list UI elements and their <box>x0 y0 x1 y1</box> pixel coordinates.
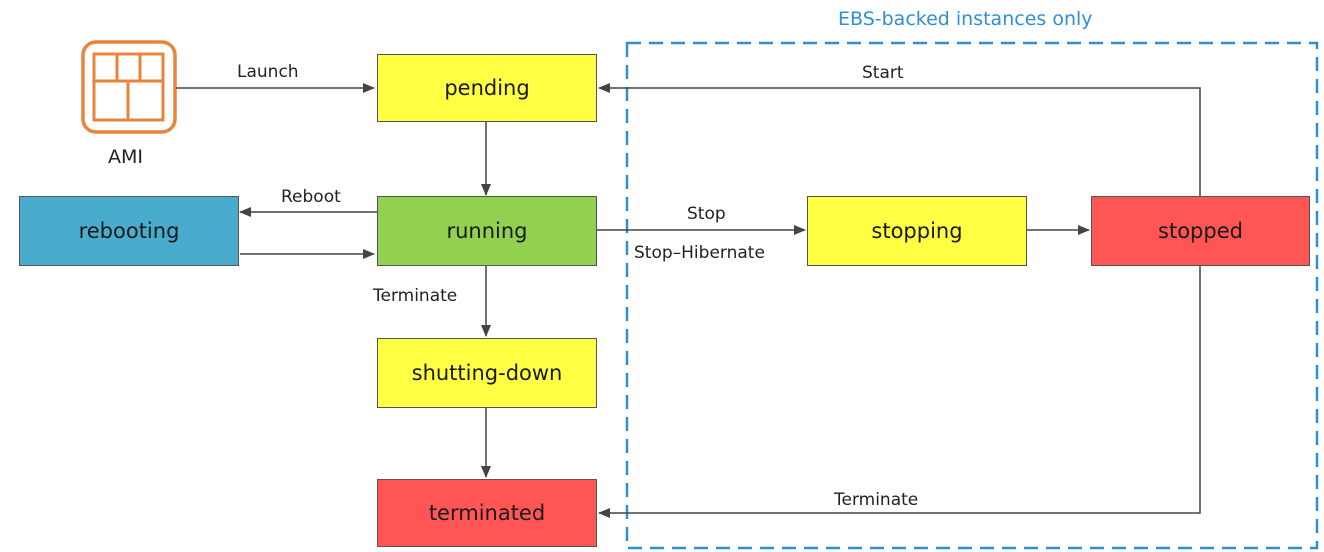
state-shutting-down-label: shutting-down <box>411 361 563 385</box>
state-pending-label: pending <box>444 76 530 100</box>
state-pending: pending <box>377 54 597 122</box>
state-rebooting-label: rebooting <box>78 219 180 243</box>
state-running-label: running <box>446 219 528 243</box>
state-stopping: stopping <box>807 196 1027 266</box>
launch-label: Launch <box>237 62 299 82</box>
state-rebooting: rebooting <box>19 196 239 266</box>
stop-hibernate-label: Stop–Hibernate <box>634 243 765 263</box>
state-running: running <box>377 196 597 266</box>
state-terminated-label: terminated <box>428 501 546 525</box>
state-stopped-label: stopped <box>1158 219 1243 243</box>
state-stopped: stopped <box>1091 196 1310 266</box>
ebs-region-border <box>625 41 1319 550</box>
ami-label: AMI <box>108 146 143 168</box>
ebs-region-label: EBS-backed instances only <box>838 8 1093 30</box>
state-terminated: terminated <box>377 479 597 547</box>
ami-icon <box>81 40 177 134</box>
state-stopping-label: stopping <box>871 219 963 243</box>
start-arrow <box>598 83 1201 196</box>
start-label: Start <box>862 63 904 83</box>
terminate-running-label: Terminate <box>373 286 458 306</box>
terminate-stopped-arrow <box>598 266 1201 518</box>
terminate-stopped-label: Terminate <box>834 490 919 510</box>
stop-label: Stop <box>687 204 726 224</box>
reboot-label: Reboot <box>281 187 341 207</box>
state-shutting-down: shutting-down <box>377 338 597 408</box>
